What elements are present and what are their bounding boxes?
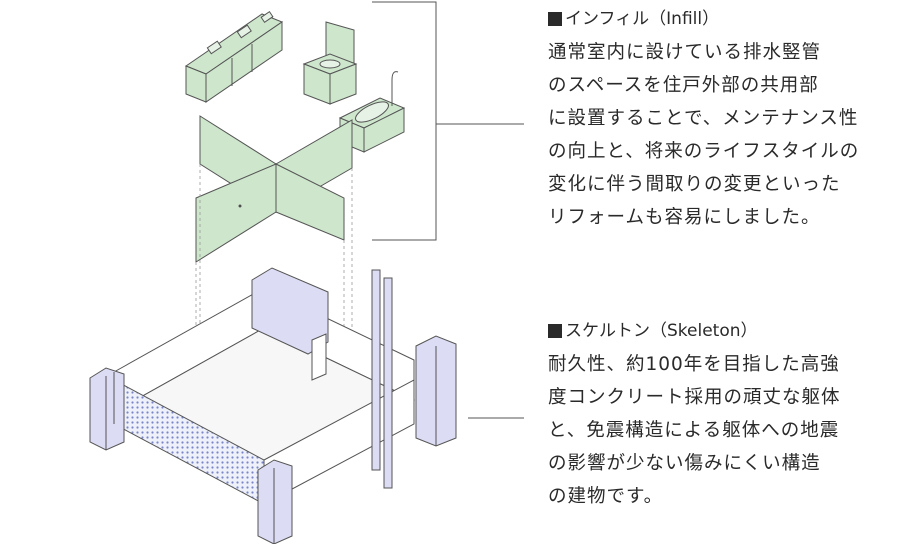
infill-line: 変化に伴う間取りの変更といった [548,174,841,195]
skeleton-heading: スケルトン（Skeleton） [548,318,841,344]
skeleton-line: の建物です。 [548,486,664,507]
partition-walls [195,115,353,263]
square-bullet-icon [548,12,562,26]
skeleton-line: 耐久性、約100年を目指した高強 [548,354,840,375]
square-bullet-icon [548,324,562,338]
washbasin-unit [302,21,358,105]
infill-line: の向上と、将来のライフスタイルの [548,141,860,162]
infill-line: リフォームも容易にしました。 [548,207,821,228]
skeleton-line: と、免震構造による躯体への地震 [548,420,840,441]
infill-line: 通常室内に設けている排水竪管 [548,42,822,63]
infill-heading-text: インフィル（Infill） [565,9,720,29]
skeleton-structure [89,267,457,544]
skeleton-line: の影響が少ない傷みにくい構造 [548,453,821,474]
infill-bracket [372,1,524,241]
infill-heading: インフィル（Infill） [548,6,859,32]
infill-line: に設置することで、メンテナンス性 [548,108,859,129]
skeleton-heading-text: スケルトン（Skeleton） [565,321,758,341]
skeleton-line: 度コンクリート採用の頑丈な躯体 [548,387,841,408]
kitchen-counter [184,11,284,103]
infill-line: のスペースを住戸外部の共用部 [548,75,819,96]
skeleton-description: スケルトン（Skeleton） 耐久性、約100年を目指した高強 度コンクリート… [548,318,841,513]
infill-body: 通常室内に設けている排水竪管 のスペースを住戸外部の共用部 に設置することで、メ… [548,36,859,234]
skeleton-body: 耐久性、約100年を目指した高強 度コンクリート採用の頑丈な躯体 と、免震構造に… [548,348,841,513]
alignment-guides [195,164,353,330]
infill-description: インフィル（Infill） 通常室内に設けている排水竪管 のスペースを住戸外部の… [548,6,859,234]
